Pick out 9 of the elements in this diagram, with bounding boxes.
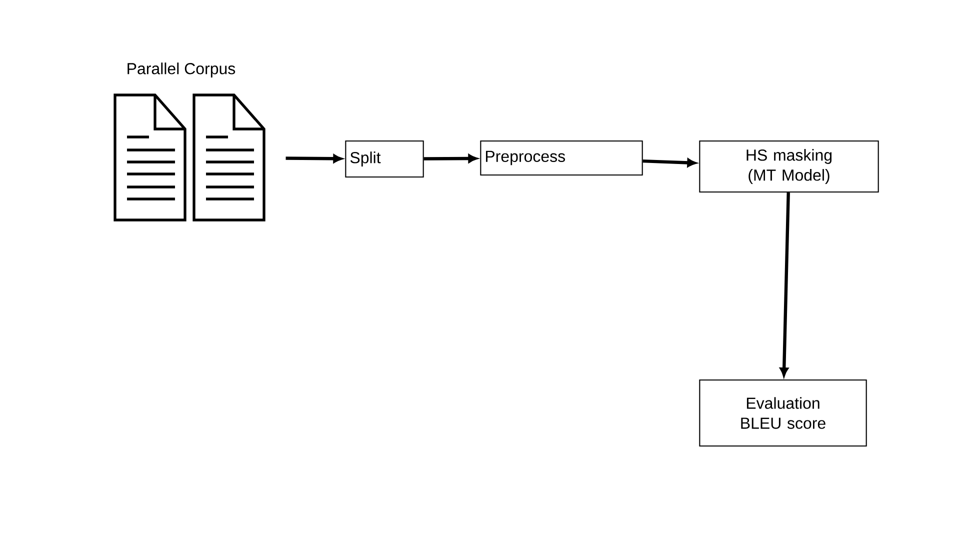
process-box: Evaluation BLEU score <box>699 379 867 447</box>
arrow <box>424 154 478 163</box>
heading: Parallel Corpus <box>128 62 236 78</box>
process-box: Preprocess <box>480 140 643 176</box>
process-box: Split <box>345 140 424 178</box>
arrow <box>642 158 696 167</box>
process-box: HS masking (MT Model) <box>699 140 879 193</box>
arrow <box>286 154 342 163</box>
arrow <box>780 192 790 376</box>
